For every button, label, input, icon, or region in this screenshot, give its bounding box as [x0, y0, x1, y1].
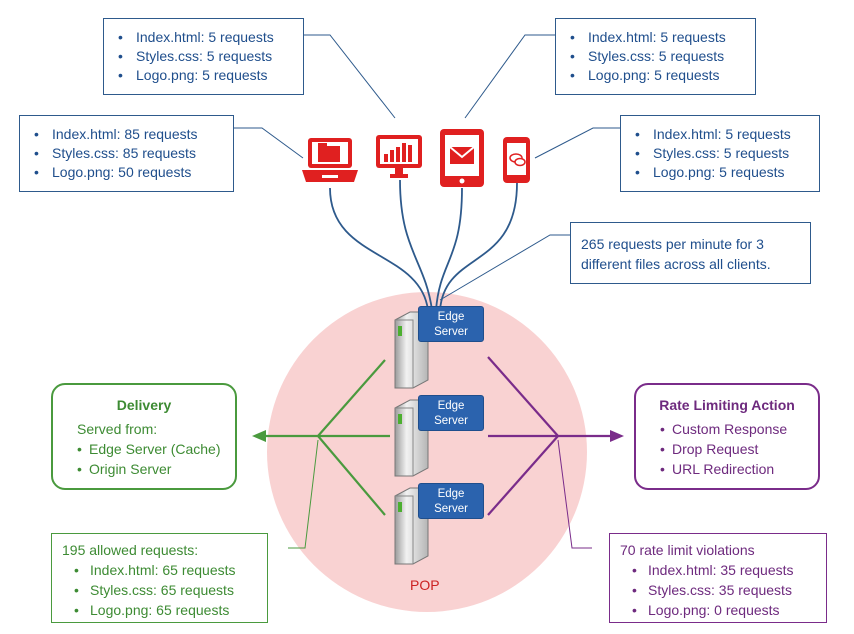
client-box-top-right: Index.html: 5 requests Styles.css: 5 req… — [555, 18, 756, 95]
pop-label: POP — [410, 577, 440, 593]
edge-label-line2: Server — [434, 503, 468, 515]
green-arrowhead — [252, 430, 266, 442]
list-item: Logo.png: 65 requests — [74, 600, 267, 620]
list-item: Styles.css: 85 requests — [34, 144, 233, 163]
list-item: Custom Response — [660, 419, 808, 439]
leader-top-right — [464, 34, 555, 119]
list-item: Index.html: 5 requests — [118, 28, 303, 47]
edge-server-label-middle: Edge Server — [418, 395, 484, 431]
cable-phone — [439, 182, 518, 311]
delivery-subtitle: Served from: — [77, 421, 158, 437]
edge-label-line2: Server — [434, 326, 468, 338]
green-line-top — [317, 359, 386, 437]
edge-label-line1: Edge — [437, 400, 465, 412]
violations-title: 70 rate limit violations — [620, 542, 755, 558]
green-line-bot — [317, 435, 386, 516]
list-item: Index.html: 5 requests — [635, 125, 819, 144]
summary-note: 265 requests per minute for 3 different … — [570, 222, 811, 284]
leader-mid-left — [234, 127, 304, 159]
allowed-requests-box: 195 allowed requests: Index.html: 65 req… — [51, 533, 268, 623]
leader-mid-right — [534, 127, 620, 159]
list-item: Index.html: 85 requests — [34, 125, 233, 144]
delivery-lines — [262, 359, 390, 516]
monitor-icon — [376, 135, 422, 178]
list-item: Index.html: 5 requests — [570, 28, 755, 47]
list-item: Logo.png: 0 requests — [632, 600, 826, 620]
client-box-mid-left: Index.html: 85 requests Styles.css: 85 r… — [19, 115, 234, 192]
client-box-mid-right: Index.html: 5 requests Styles.css: 5 req… — [620, 115, 820, 192]
list-item: Origin Server — [77, 459, 225, 479]
edge-label-line2: Server — [434, 415, 468, 427]
purple-line-top — [487, 356, 559, 437]
list-item: Index.html: 35 requests — [632, 560, 826, 580]
summary-text: 265 requests per minute for 3 different … — [581, 236, 771, 272]
leader-summary — [439, 234, 570, 301]
leader-allowed — [288, 439, 319, 549]
rate-limiting-box: Rate Limiting Action Custom Response Dro… — [634, 383, 820, 490]
list-item: Styles.css: 5 requests — [570, 47, 755, 66]
edge-label-line1: Edge — [437, 311, 465, 323]
list-item: Logo.png: 5 requests — [635, 163, 819, 182]
list-item: Styles.css: 5 requests — [118, 47, 303, 66]
list-item: Edge Server (Cache) — [77, 439, 225, 459]
rate-limit-lines — [487, 356, 612, 516]
tablet-icon — [440, 129, 484, 187]
cable-laptop — [329, 187, 429, 311]
list-item: Logo.png: 50 requests — [34, 163, 233, 182]
phone-icon — [503, 137, 530, 183]
delivery-box: Delivery Served from: Edge Server (Cache… — [51, 383, 237, 490]
purple-line-bot — [487, 435, 559, 516]
violations-box: 70 rate limit violations Index.html: 35 … — [609, 533, 827, 623]
cable-tablet — [435, 187, 463, 311]
list-item: Index.html: 65 requests — [74, 560, 267, 580]
laptop-icon — [302, 138, 358, 182]
list-item: Logo.png: 5 requests — [570, 66, 755, 85]
edge-server-label-bottom: Edge Server — [418, 483, 484, 519]
purple-arrowhead — [610, 430, 624, 442]
leader-lines — [234, 34, 620, 301]
list-item: Logo.png: 5 requests — [118, 66, 303, 85]
list-item: URL Redirection — [660, 459, 808, 479]
rate-limiting-title: Rate Limiting Action — [659, 397, 795, 413]
edge-server-label-top: Edge Server — [418, 306, 484, 342]
client-box-top-left: Index.html: 5 requests Styles.css: 5 req… — [103, 18, 304, 95]
edge-label-line1: Edge — [437, 488, 465, 500]
list-item: Styles.css: 65 requests — [74, 580, 267, 600]
list-item: Styles.css: 35 requests — [632, 580, 826, 600]
client-cables — [329, 179, 518, 311]
allowed-title: 195 allowed requests: — [62, 542, 199, 558]
delivery-title: Delivery — [116, 397, 172, 413]
cable-monitor — [399, 179, 433, 311]
leader-top-left — [303, 34, 396, 119]
list-item: Styles.css: 5 requests — [635, 144, 819, 163]
leader-violations — [557, 439, 592, 549]
list-item: Drop Request — [660, 439, 808, 459]
